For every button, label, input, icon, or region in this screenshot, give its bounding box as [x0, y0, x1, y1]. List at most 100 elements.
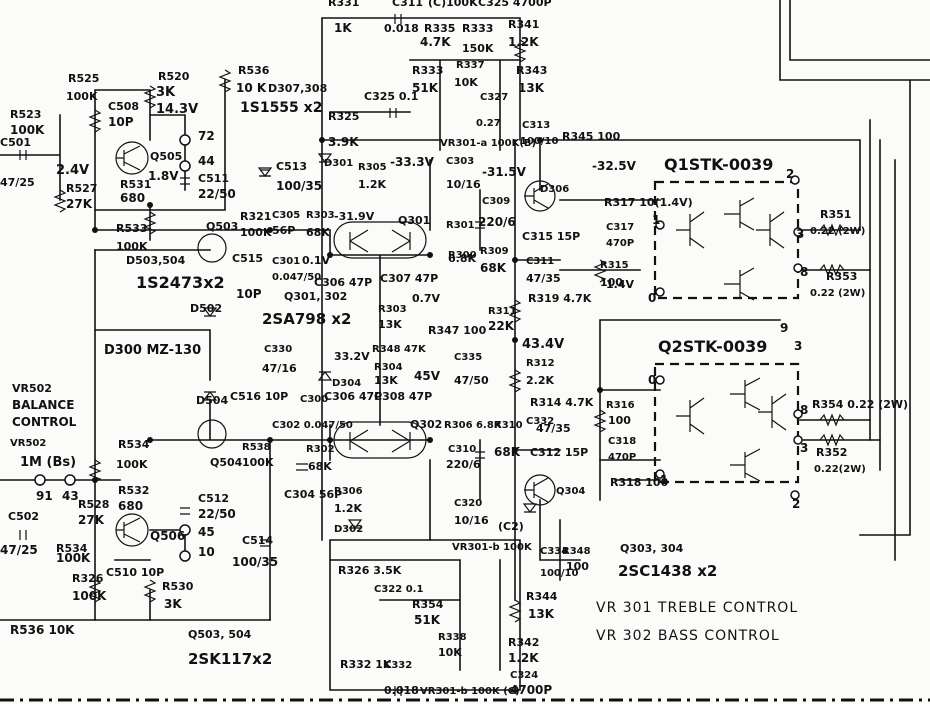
label-c508: C508 [108, 100, 139, 113]
label-r534bv: 100K [56, 551, 91, 565]
label-r300: R300 [448, 250, 477, 261]
label-c332v: 47/35 [536, 422, 571, 435]
label-v39: 3.9K [328, 135, 359, 149]
label-v01: 0.1V [302, 254, 330, 267]
label-r528: R528 [78, 498, 109, 511]
label-n3: 3 [796, 227, 804, 241]
label-r523v: 100K [10, 123, 45, 137]
label-r325: R325 [328, 110, 359, 123]
label-v45: 45V [414, 369, 441, 383]
label-r302: R302 [306, 444, 335, 455]
label-r305v: 1.2K [358, 178, 386, 191]
label-d304: D304 [332, 378, 361, 389]
label-r342: R342 [508, 636, 539, 649]
label-r352: R352 [816, 446, 847, 459]
label-c312: C312 15P [530, 446, 588, 459]
label-r321v: 100K [240, 226, 272, 239]
label-r337v: 10K [454, 76, 478, 89]
label-r533v: 100K [116, 240, 148, 253]
label-c311: C311 [392, 0, 423, 9]
label-c311v: 0.018 [384, 22, 419, 35]
label-c511v: 22/50 [198, 187, 236, 201]
label-r531v: 680 [120, 191, 145, 205]
label-c309v: 220/6 [478, 215, 516, 229]
resistor-symbols [53, 39, 845, 623]
label-r309v: 68K [480, 261, 507, 275]
label-d504: D504 [196, 394, 228, 407]
label-c513: C513 [276, 160, 307, 173]
label-t44: 44 [198, 154, 215, 168]
label-c320: C320 [454, 498, 482, 509]
label-r338v: 10K [438, 646, 462, 659]
label-q504: Q504 [210, 456, 243, 469]
label-r530v: 3K [164, 597, 182, 611]
label-c512: C512 [198, 492, 229, 505]
transistor-symbols [115, 141, 556, 547]
label-r315: C315 15P [522, 230, 580, 243]
label-t72: 72 [198, 129, 215, 143]
label-c324v: 4700P [510, 683, 552, 697]
label-v24: 2.4V [56, 163, 89, 178]
label-r341v: 1.2K [508, 35, 539, 49]
label-c304: C304 56P [284, 488, 342, 501]
label-d307v: 1S1555 x2 [240, 100, 322, 116]
label-d300: D300 MZ-130 [104, 343, 201, 358]
label-c334v: 100/10 [540, 568, 578, 579]
label-c514v: 100/35 [232, 555, 278, 569]
label-r321: R321 [240, 210, 271, 223]
label-c305: C305 [272, 210, 300, 221]
label-c332b: C332 [384, 660, 412, 671]
junctions [34, 134, 803, 562]
label-r333bv: 51K [412, 81, 439, 95]
label-r533: R533 [116, 222, 147, 235]
label-r304v: 13K [374, 374, 398, 387]
label-r354b: R354 [412, 598, 444, 611]
label-r538: R538 [242, 442, 271, 453]
label-v143: 14.3V [156, 102, 198, 117]
label-n8b: 8 [800, 403, 808, 417]
label-q303v: 2SC1438 x2 [618, 562, 717, 580]
label-c512v: 22/50 [198, 507, 236, 521]
label-r354bv: 51K [414, 613, 441, 627]
label-r333v: 150K [462, 42, 494, 55]
label-r332: R332 1K [340, 658, 392, 671]
label-n2b: 2 [792, 497, 800, 511]
label-r306b: R306 [334, 486, 363, 497]
label-c309: C309 [482, 196, 510, 207]
label-r520: R520 [158, 70, 190, 83]
label-r538v: 100K [242, 456, 274, 469]
label-r534b: R534 [56, 542, 88, 555]
label-r353: R353 [826, 270, 857, 283]
label-r534: R534 [118, 438, 150, 451]
label-r303b: R303 [378, 304, 407, 315]
label-n3c: 3 [800, 441, 808, 455]
label-c313v: 100/10 [520, 136, 558, 147]
label-d502: D502 [190, 302, 222, 315]
label-c330: C330 [264, 344, 292, 355]
label-c306: C306 47P [314, 276, 372, 289]
label-c334: C334 [540, 546, 568, 557]
label-n0a: 0 [648, 291, 656, 305]
label-c301v: 0.047/50 [272, 272, 321, 283]
label-r306: R306 6.8K [444, 420, 503, 431]
label-r303bv: 13K [378, 318, 402, 331]
label-r335: R335 [424, 22, 455, 35]
label-c300: C300 [300, 394, 328, 405]
label-r536b: R536 10K [10, 623, 75, 637]
label-r312: R312 [526, 358, 555, 369]
label-c501v: 47/25 [0, 176, 35, 189]
label-v325: -32.5V [592, 159, 637, 173]
label-r310: R310 [494, 420, 523, 431]
label-t43: 43 [62, 489, 79, 503]
label-r530: R530 [162, 580, 194, 593]
label-r310v: 68K [494, 445, 521, 459]
label-c335: C335 [454, 352, 482, 363]
label-q505: Q505 [150, 150, 182, 163]
label-r311v: 22K [488, 319, 515, 333]
label-r531: R531 [120, 178, 151, 191]
label-c510: C510 10P [106, 566, 164, 579]
label-c311b: C311 [526, 256, 554, 267]
label-vrt: VR 301 TREBLE CONTROL [596, 600, 798, 616]
label-r532: R532 [118, 484, 149, 497]
label-c318v: 470P [608, 452, 636, 463]
